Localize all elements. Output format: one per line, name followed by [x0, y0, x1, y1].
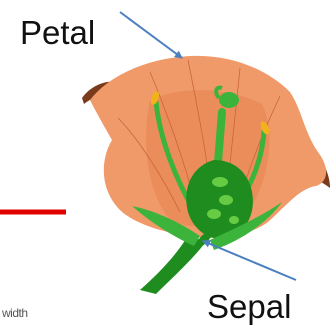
ovule — [219, 195, 233, 205]
ovule — [229, 216, 239, 224]
sepal-arrow — [203, 241, 296, 280]
ovule — [207, 209, 221, 219]
style — [218, 112, 222, 162]
cropped-text-fragment: width — [2, 306, 28, 320]
stigma — [219, 92, 239, 108]
petal-label: Petal — [20, 16, 95, 49]
sepal-label: Sepal — [207, 290, 291, 323]
petal-arrow — [120, 12, 182, 58]
ovule — [212, 177, 228, 187]
